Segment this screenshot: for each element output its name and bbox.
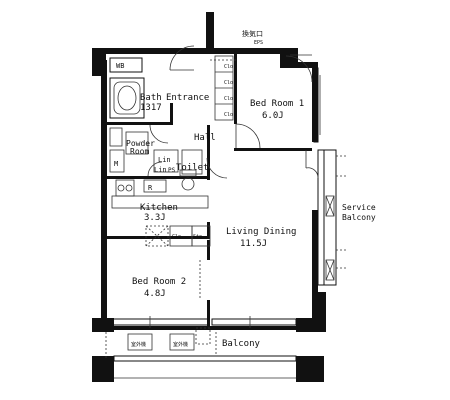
ps-label: PS (168, 167, 176, 174)
clo-label-1: Clo. (224, 64, 236, 70)
bath-size-label: 1317 (140, 103, 162, 113)
living-dining-label: Living Dining (226, 227, 296, 237)
bath-label: Bath (140, 93, 162, 103)
m-label: M (114, 160, 118, 168)
clo-label-3: Clo. (224, 96, 236, 102)
linen-label-2: Lin (154, 166, 167, 174)
clo-label-4: Clo. (224, 112, 236, 118)
eps-label: EPS (254, 40, 263, 46)
kitchen-size-label: 3.3J (144, 213, 166, 223)
living-dining-size-label: 11.5J (240, 239, 267, 249)
bedroom2-size-label: 4.8J (144, 289, 166, 299)
linen-label-1: Lin (158, 156, 171, 164)
wb-label: WB (116, 62, 124, 70)
balcony-label: Balcony (222, 339, 261, 349)
bedroom2-label: Bed Room 2 (132, 277, 186, 287)
powder-room-label-2: Room (130, 147, 149, 156)
service-balcony-label: Service (342, 203, 376, 212)
bedroom1-label: Bed Room 1 (250, 99, 304, 109)
right-windows (313, 67, 346, 286)
hall-label: Hall (194, 133, 216, 143)
interior-walls (106, 54, 312, 326)
powder-room-label: Powder (126, 139, 155, 148)
sto-label: Sto. (193, 234, 205, 240)
outdoor-unit-label-1: 室外機 (131, 341, 146, 348)
bottom-windows (109, 316, 297, 328)
entrance-label: Entrance (166, 93, 209, 103)
balcony-rail (105, 327, 297, 379)
toilet-label: Toilet (176, 163, 209, 173)
kitchen-label: Kitchen (140, 203, 178, 213)
service-balcony-label-2: Balcony (342, 213, 376, 222)
bath-fixtures (109, 57, 211, 300)
r-label: R (148, 184, 153, 192)
ventilation-label: 換気口 (242, 29, 263, 38)
exterior-walls (92, 12, 326, 382)
bedroom1-size-label: 6.0J (262, 111, 284, 121)
clo-label-kitchen: Clo. (172, 234, 184, 240)
door-swings (147, 45, 319, 179)
outdoor-unit-label-2: 室外機 (173, 341, 188, 348)
clo-label-2: Clo. (224, 80, 236, 86)
entrance-closets (210, 55, 238, 121)
